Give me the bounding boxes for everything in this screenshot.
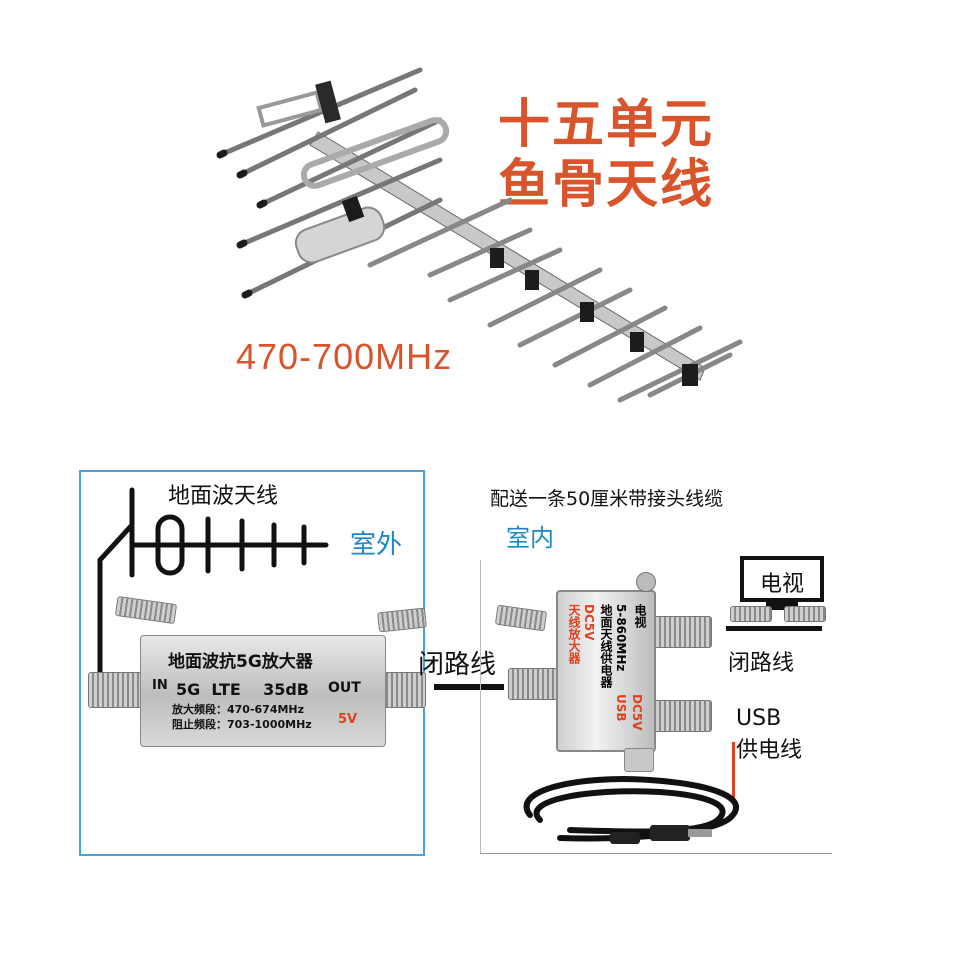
antenna-diagram-icon (97, 487, 329, 678)
coax-connector-icon (650, 616, 712, 648)
splitter-usb: USB (614, 694, 628, 722)
outdoor-label: 室外 (350, 530, 403, 560)
amp-voltage: 5V (338, 712, 358, 727)
usb-pointer-line (732, 742, 735, 802)
amp-in-label: IN (152, 678, 168, 693)
splitter-screw (636, 572, 656, 592)
tv-icon (740, 556, 824, 610)
splitter-text-2: DC5V (582, 604, 596, 641)
tv-loop-cable-label: 闭路线 (728, 651, 795, 676)
tv-cable-line (726, 626, 822, 631)
coax-connector-icon (494, 604, 548, 632)
splitter-text-4: 5-860MHz (614, 604, 628, 672)
indoor-panel-border (480, 560, 481, 854)
amp-spec: 5G LTE 35dB (176, 680, 309, 699)
coax-connector-icon (784, 606, 826, 622)
coax-connector-icon (88, 672, 146, 708)
indoor-label: 室内 (506, 524, 554, 552)
headline-line2: 鱼骨天线 (498, 155, 715, 215)
usb-power-line-label: 供电线 (736, 738, 803, 763)
loop-cable-label: 闭路线 (418, 650, 497, 680)
loop-cable-line (434, 684, 504, 690)
antenna-label: 地面波天线 (168, 484, 279, 509)
tv-label: 电视 (760, 572, 805, 597)
splitter-mount (624, 748, 654, 772)
frequency-label: 470-700MHz (236, 336, 453, 377)
amplifier-icon (140, 635, 386, 747)
usb-label: USB (736, 706, 782, 731)
coax-connector-icon (730, 606, 772, 622)
amplifier-name: 地面波抗5G放大器 (168, 652, 313, 672)
usb-cable-icon (523, 776, 739, 844)
splitter-text-5: 电视 (633, 604, 647, 628)
amp-out-label: OUT (328, 680, 361, 696)
splitter-text-3: 地面天线供电器 (599, 604, 613, 688)
coax-connector-icon (650, 700, 712, 732)
amp-band2: 阻止频段：703-1000MHz (172, 718, 312, 731)
coax-connector-icon (508, 668, 560, 700)
splitter-text-1: 天线放大器 (567, 604, 581, 664)
headline-line1: 十五单元 (498, 95, 715, 155)
splitter-usb-voltage: DC5V (630, 694, 644, 731)
indoor-panel-bottom (480, 853, 832, 854)
amp-band1: 放大频段：470-674MHz (172, 703, 305, 716)
power-splitter-icon (556, 590, 656, 752)
yagi-antenna-icon (216, 67, 743, 403)
cable-note: 配送一条50厘米带接头线缆 (490, 488, 724, 510)
